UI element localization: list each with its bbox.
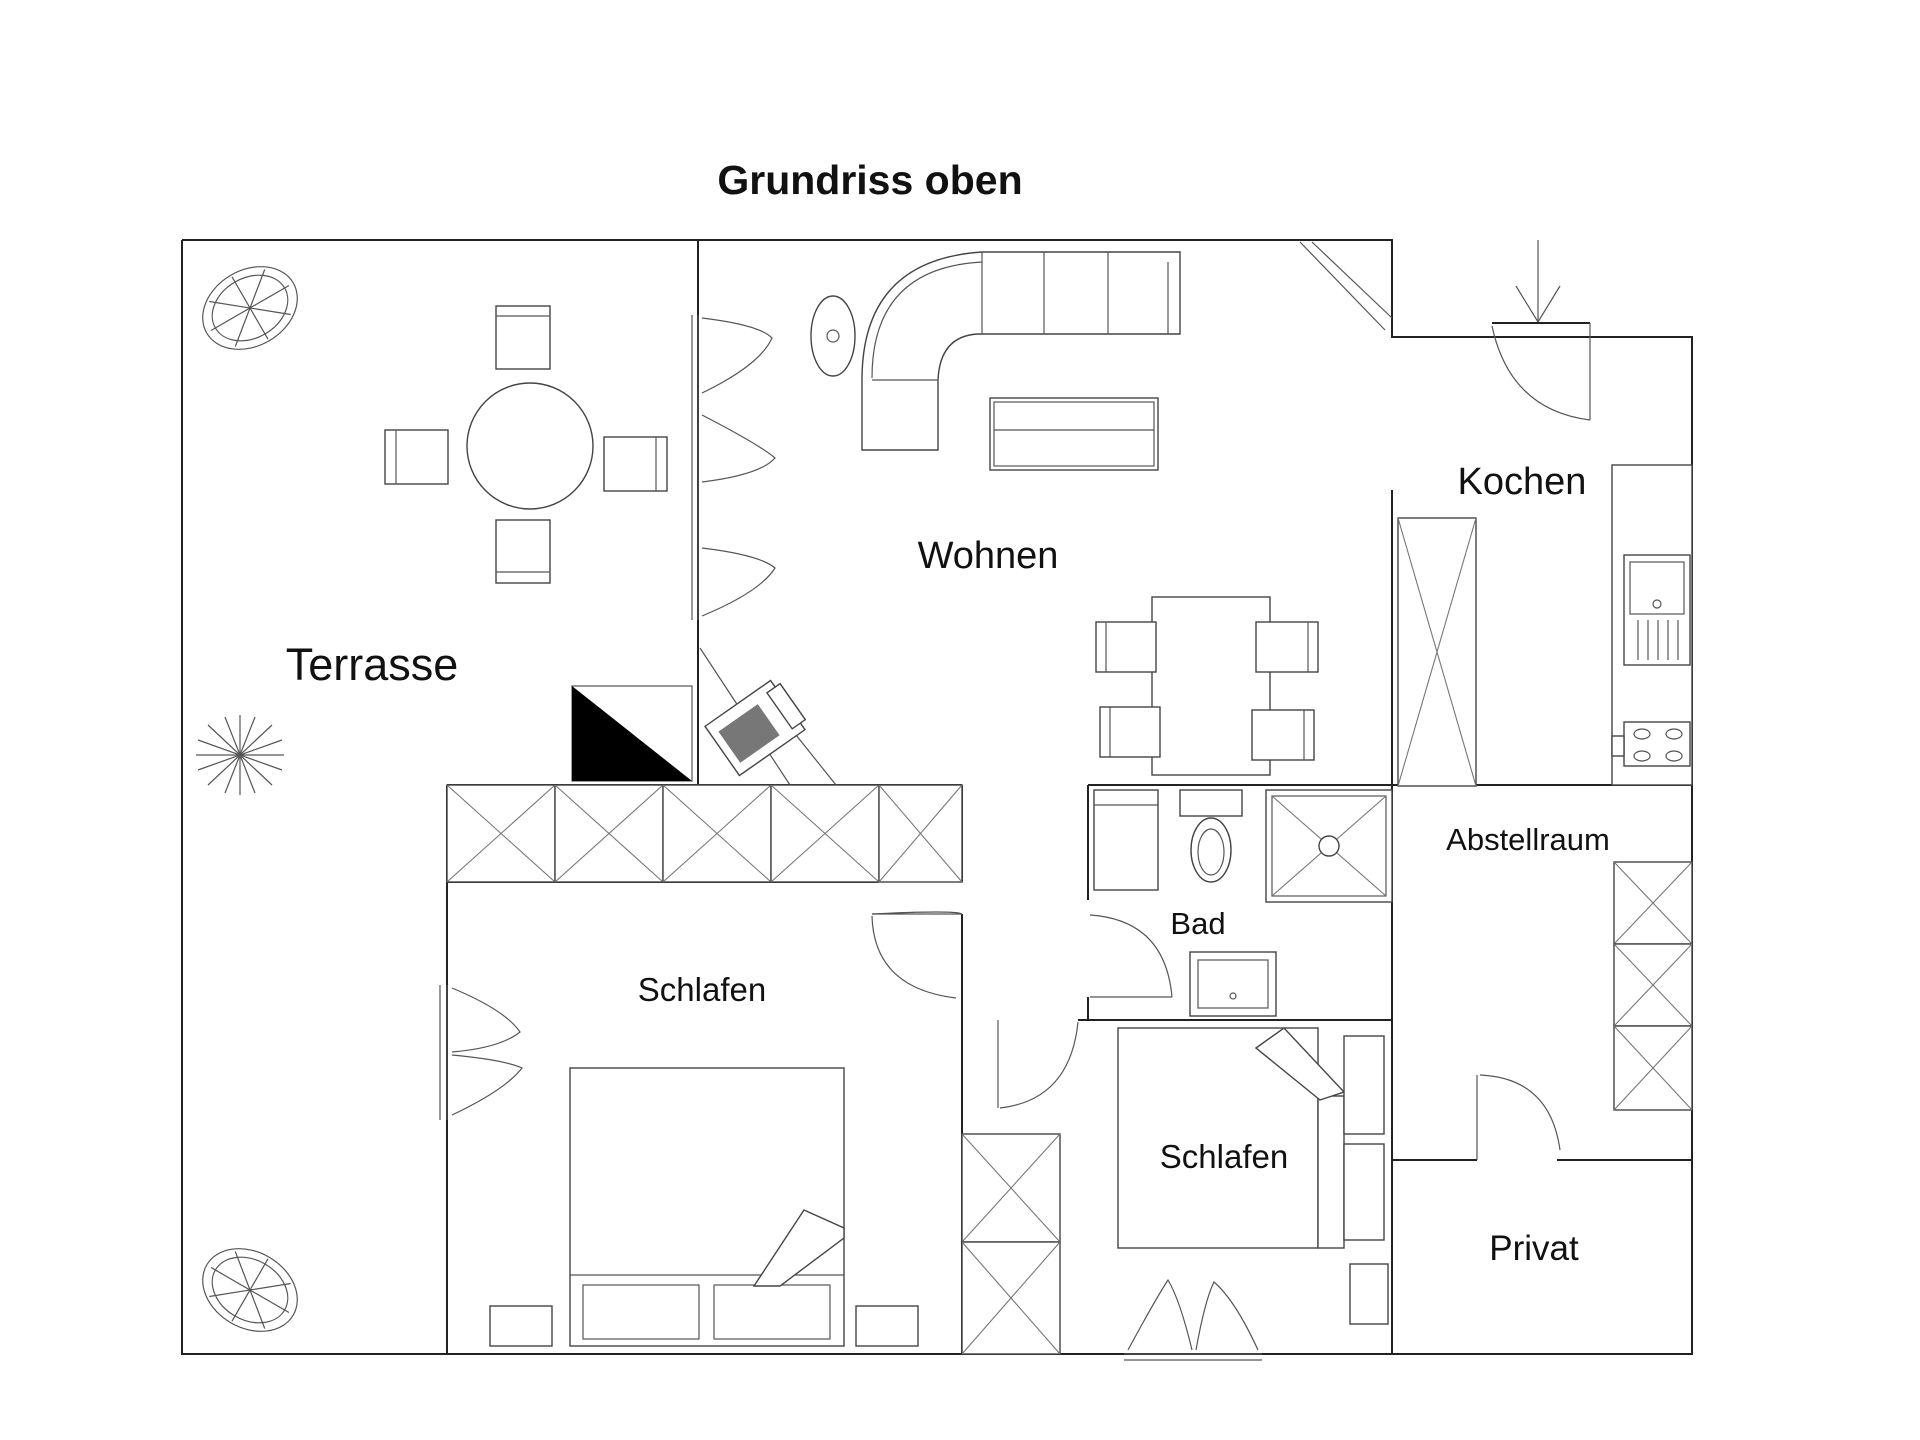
- bathroom: [1089, 789, 1393, 1017]
- sink-icon: [1623, 554, 1691, 666]
- lamp-icon: [704, 679, 807, 777]
- nightstand: [489, 1305, 553, 1347]
- dining-table: [1151, 596, 1271, 776]
- living-furniture: [699, 251, 1319, 786]
- corridor-wardrobe: [961, 1133, 1061, 1355]
- room-label-terrasse: Terrasse: [286, 639, 459, 690]
- room-label-kochen: Kochen: [1458, 461, 1587, 503]
- coffee-table: [989, 397, 1159, 471]
- chair: [495, 519, 551, 584]
- chair: [603, 436, 668, 492]
- plant-icon: [196, 715, 284, 795]
- kitchen: [1397, 240, 1693, 787]
- room-label-schlafen-1: Schlafen: [638, 971, 766, 1008]
- nightstand: [855, 1305, 919, 1347]
- bed: [569, 1067, 845, 1347]
- toilet-icon: [1179, 789, 1243, 817]
- stair-triangle: [572, 686, 692, 781]
- chair: [384, 429, 449, 485]
- plant-icon: [202, 266, 298, 350]
- nightstand: [1349, 1263, 1389, 1325]
- room-label-bad: Bad: [1170, 906, 1225, 941]
- chair: [1255, 621, 1319, 673]
- round-table: [466, 382, 594, 510]
- chair: [1099, 706, 1161, 758]
- plan-title: Grundriss oben: [717, 157, 1022, 203]
- sink-icon: [1189, 951, 1277, 1017]
- bedroom-1: [439, 985, 919, 1347]
- room-label-schlafen-2: Schlafen: [1160, 1138, 1288, 1175]
- terrace-doors: [691, 315, 776, 620]
- room-label-abstellraum: Abstellraum: [1446, 822, 1610, 857]
- door-swings: [871, 911, 1079, 1109]
- bedroom-2: [1117, 1027, 1389, 1361]
- room-label-wohnen: Wohnen: [918, 535, 1059, 577]
- storage-room: [1476, 861, 1693, 1160]
- wardrobe-row: [446, 784, 963, 883]
- chair: [1095, 621, 1157, 673]
- chair: [1251, 709, 1315, 761]
- room-label-privat: Privat: [1489, 1229, 1579, 1268]
- plant-icon: [202, 1248, 298, 1332]
- terrace-furniture: [196, 266, 693, 1332]
- side-table: [810, 295, 856, 377]
